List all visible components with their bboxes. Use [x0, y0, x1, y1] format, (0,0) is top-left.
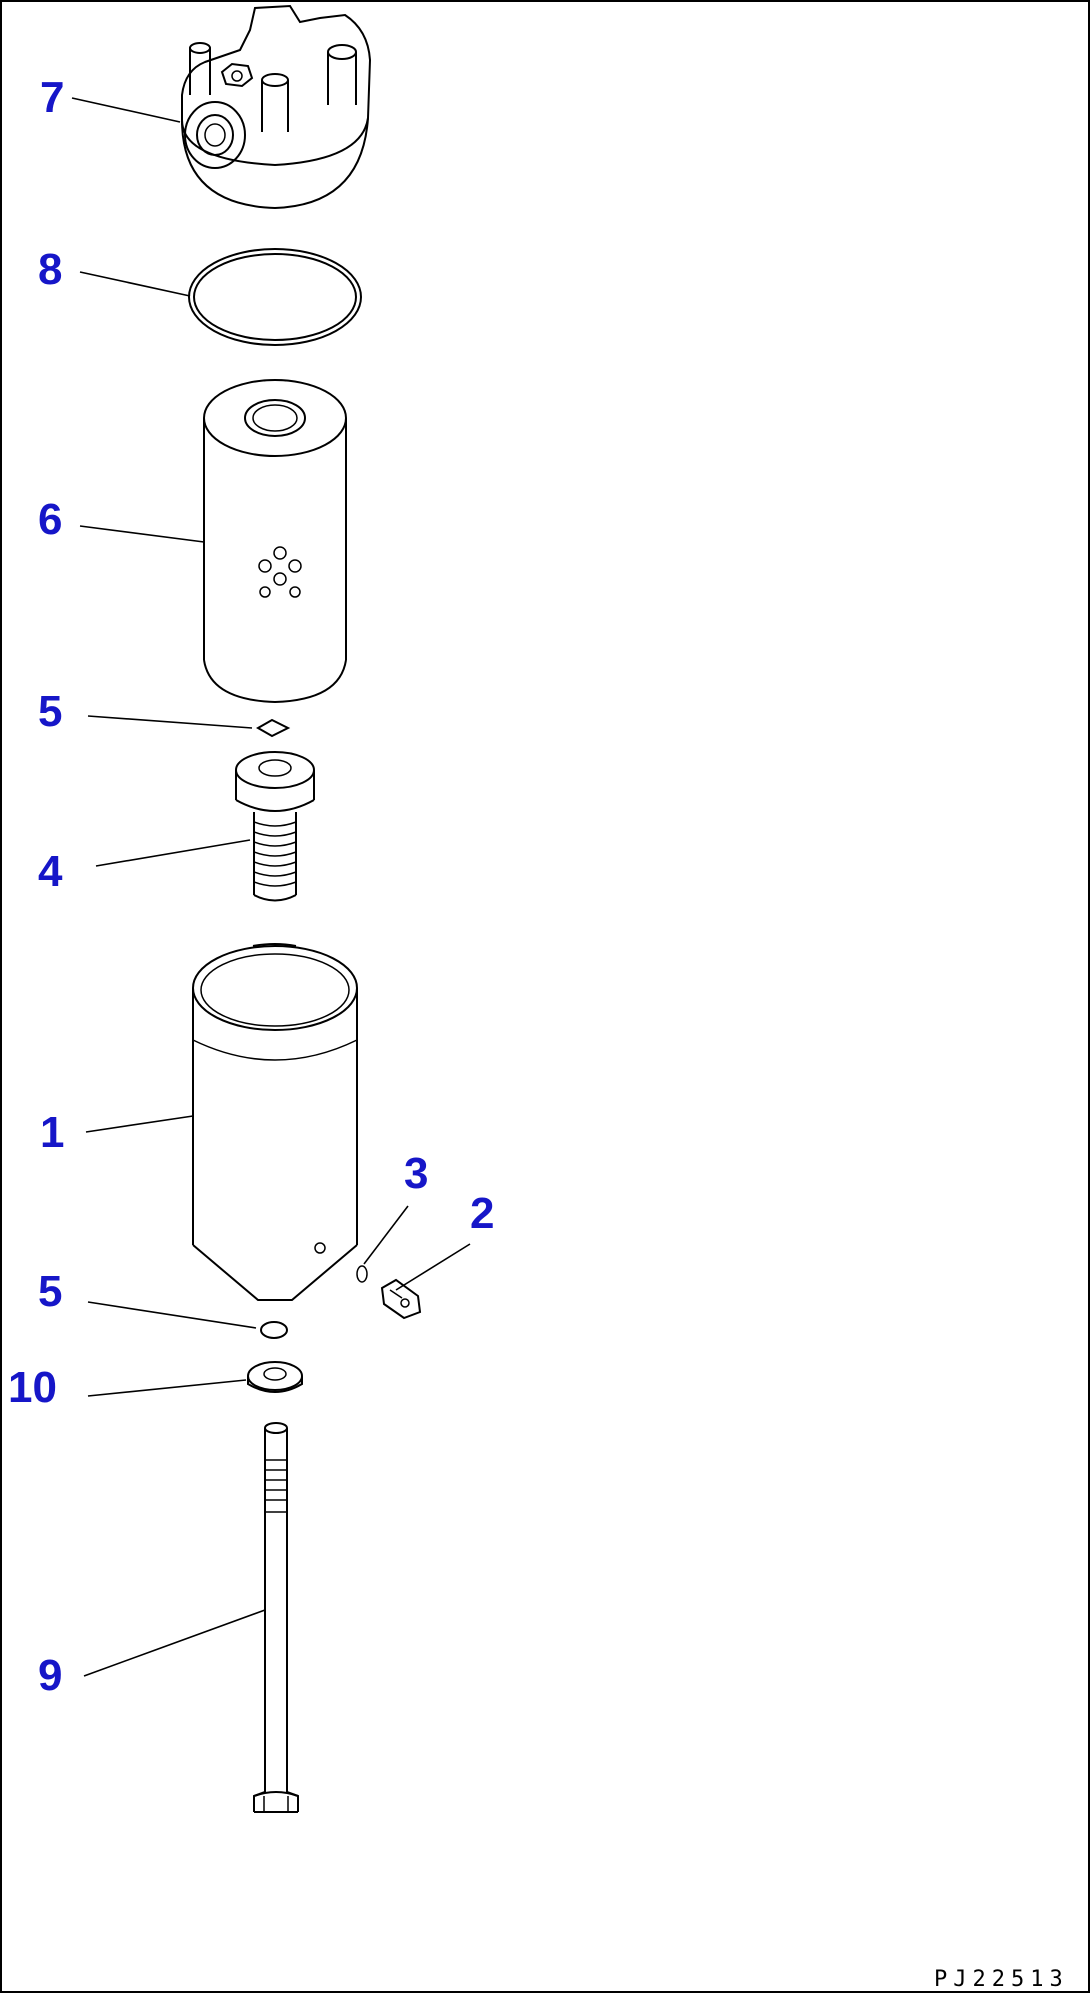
leader-3: [363, 1205, 409, 1265]
callout-8: 8: [38, 245, 62, 294]
drawing-code: PJ22513: [934, 1967, 1069, 1992]
filter-logo-mark: [258, 546, 302, 598]
part-3-small-o-ring[interactable]: [356, 1265, 368, 1283]
callout-9: 9: [38, 1651, 62, 1700]
callout-5-upper: 5: [38, 687, 62, 736]
part-1-filter-bowl[interactable]: [192, 943, 358, 1301]
part-4-center-bolt[interactable]: [235, 751, 315, 902]
part-5-gasket-lower[interactable]: [260, 1321, 288, 1339]
callout-7: 7: [40, 73, 64, 122]
leader-10: [87, 1379, 247, 1397]
callout-1: 1: [40, 1108, 64, 1157]
callout-4: 4: [38, 847, 63, 896]
callout-6: 6: [38, 495, 62, 544]
leader-5-lower: [87, 1301, 257, 1329]
part-5-gasket-upper[interactable]: [255, 718, 291, 738]
part-2-drain-plug[interactable]: [380, 1278, 422, 1320]
part-9-long-bolt[interactable]: [253, 1422, 299, 1813]
part-10-washer[interactable]: [247, 1361, 303, 1393]
callout-3: 3: [404, 1149, 428, 1198]
leader-2: [395, 1243, 471, 1291]
leader-6: [79, 525, 205, 543]
leader-4: [95, 839, 251, 867]
part-8-o-ring[interactable]: [188, 248, 362, 346]
leader-1: [85, 1115, 194, 1133]
leader-5-upper: [87, 715, 253, 729]
callout-2: 2: [470, 1189, 494, 1238]
callout-10: 10: [8, 1363, 57, 1412]
part-7-filter-head[interactable]: [181, 4, 372, 210]
leader-7: [71, 97, 181, 123]
leader-8: [79, 271, 191, 297]
leader-9: [83, 1609, 266, 1677]
callout-5-lower: 5: [38, 1267, 62, 1316]
part-6-filter-cartridge[interactable]: [203, 379, 347, 704]
